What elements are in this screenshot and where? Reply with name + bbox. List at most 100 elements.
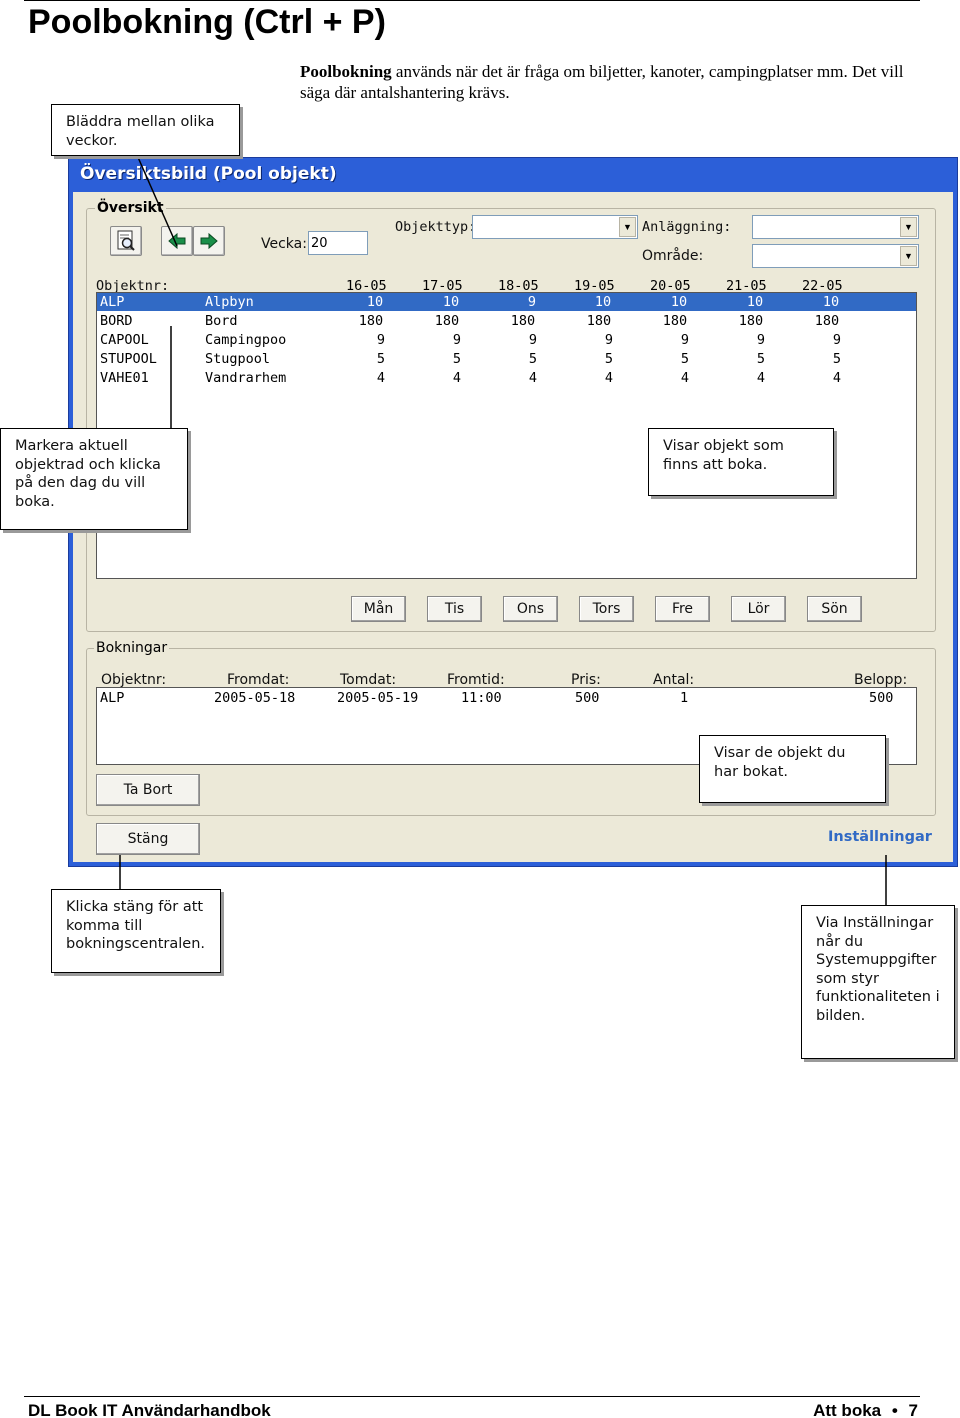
day-cell[interactable]: 4 [680,370,690,386]
day-button-sun[interactable]: Sön [807,596,862,622]
object-id: CAPOOL [100,332,149,348]
day-cell[interactable]: 5 [832,351,842,367]
bookings-col-header: Fromdat: [227,672,290,688]
footer-bullet: • [891,1401,898,1418]
day-button-mon[interactable]: Mån [351,596,406,622]
day-cell[interactable]: 9 [452,332,462,348]
date-col-header: 16-05 [346,278,387,294]
table-row[interactable] [97,293,916,311]
table-row[interactable]: CAPOOL Campingpoo 9 9 9 9 9 9 9 [0,332,960,350]
day-cell[interactable]: 10 [746,294,764,310]
window-title: Översiktsbild (Pool objekt) [80,164,337,184]
day-cell[interactable]: 5 [528,351,538,367]
week-input[interactable] [308,231,368,255]
day-cell[interactable]: 180 [738,313,764,329]
intro-paragraph: Poolbokning används när det är fråga om … [300,61,930,103]
previous-week-button[interactable] [161,226,193,256]
day-cell[interactable]: 4 [832,370,842,386]
intro-bold: Poolbokning [300,62,392,81]
bookings-header: Objektnr: Fromdat: Tomdat: Fromtid: Pris… [0,672,960,688]
arrow-right-icon [200,232,218,250]
chevron-down-icon: ▼ [900,217,917,237]
day-cell[interactable]: 9 [528,332,538,348]
day-cell[interactable]: 5 [376,351,386,367]
day-cell[interactable]: 5 [452,351,462,367]
close-button[interactable]: Stäng [96,823,200,855]
magnifier-page-icon [117,230,135,251]
object-id: BORD [100,313,133,329]
day-cell[interactable]: 180 [510,313,536,329]
bookings-group [86,648,936,816]
object-name: Stugpool [205,351,271,367]
bookings-col-header: Objektnr: [101,672,167,688]
date-col-header: 17-05 [422,278,463,294]
object-name: Campingpoo [205,332,287,348]
objecttype-label: Objekttyp: [395,219,477,235]
delete-booking-button[interactable]: Ta Bort [96,774,200,806]
day-cell[interactable]: 9 [680,332,690,348]
overview-group [86,208,936,632]
table-row[interactable]: STUPOOL Stugpool 5 5 5 5 5 5 5 [0,351,960,369]
day-cell[interactable]: 10 [442,294,460,310]
booking-row[interactable]: ALP 2005-05-18 2005-05-19 11:00 500 1 50… [0,690,960,708]
object-name: Bord [205,313,238,329]
day-cell[interactable]: 4 [452,370,462,386]
date-col-header: 21-05 [726,278,767,294]
bookings-group-label: Bokningar [94,640,170,656]
day-button-thu[interactable]: Tors [579,596,634,622]
object-id: ALP [100,294,125,310]
day-cell[interactable]: 10 [822,294,840,310]
object-id: VAHE01 [100,370,149,386]
day-button-tue[interactable]: Tis [427,596,482,622]
week-label: Vecka: [261,236,307,252]
chevron-down-icon: ▼ [619,217,636,237]
table-row[interactable]: BORD Bord 180 180 180 180 180 180 180 [0,313,960,331]
area-select[interactable]: ▼ [752,244,919,268]
day-cell[interactable]: 180 [814,313,840,329]
day-cell[interactable]: 5 [680,351,690,367]
facility-select[interactable]: ▼ [752,215,919,239]
day-cell[interactable]: 4 [528,370,538,386]
callout-booked: Visar de objekt du har bokat. [699,735,886,803]
date-col-header: 22-05 [802,278,843,294]
day-cell[interactable]: 5 [604,351,614,367]
objects-header-label: Objektnr: [96,278,170,294]
bookings-col-header: Antal: [653,672,695,688]
object-name: Vandrarhem [205,370,287,386]
day-cell[interactable]: 4 [756,370,766,386]
day-cell[interactable]: 180 [434,313,460,329]
day-cell[interactable]: 9 [832,332,842,348]
objecttype-select[interactable]: ▼ [472,215,638,239]
day-cell[interactable]: 180 [358,313,384,329]
day-cell[interactable]: 9 [376,332,386,348]
footer-section: Att boka • 7 [813,1401,918,1418]
day-cell[interactable]: 9 [527,294,537,310]
day-cell[interactable]: 5 [756,351,766,367]
day-cell[interactable]: 10 [594,294,612,310]
day-cell[interactable]: 9 [756,332,766,348]
day-cell[interactable]: 180 [586,313,612,329]
overview-group-label: Översikt [95,200,166,216]
callout-close: Klicka stäng för att komma till boknings… [51,889,221,973]
booking-from-time: 11:00 [461,690,502,706]
booking-from-date: 2005-05-18 [214,690,296,706]
day-cell[interactable]: 180 [662,313,688,329]
table-row[interactable]: VAHE01 Vandrarhem 4 4 4 4 4 4 4 [0,370,960,388]
day-cell[interactable]: 4 [604,370,614,386]
day-button-sat[interactable]: Lör [731,596,786,622]
day-cell[interactable]: 9 [604,332,614,348]
day-cell[interactable]: 10 [366,294,384,310]
day-button-wed[interactable]: Ons [503,596,558,622]
preview-button[interactable] [110,226,142,256]
page-number: 7 [908,1401,918,1418]
settings-link[interactable]: Inställningar [828,829,932,845]
page-title: Poolbokning (Ctrl + P) [28,3,386,41]
bookings-col-header: Belopp: [854,672,908,688]
booking-amount: 500 [869,690,894,706]
next-week-button[interactable] [193,226,225,256]
date-col-header: 19-05 [574,278,615,294]
day-cell[interactable]: 4 [376,370,386,386]
day-button-fri[interactable]: Fre [655,596,710,622]
bookings-col-header: Fromtid: [447,672,505,688]
day-cell[interactable]: 10 [670,294,688,310]
